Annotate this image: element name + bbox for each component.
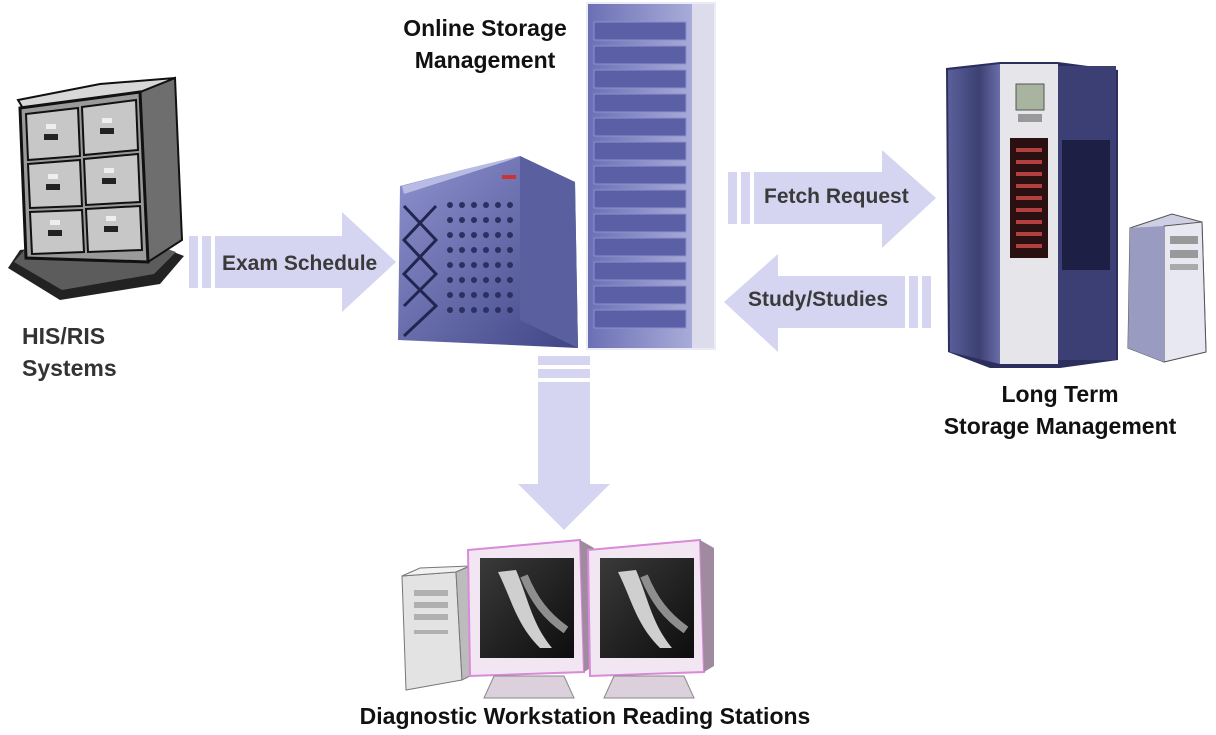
online-storage-label-line-1: Online Storage	[403, 15, 567, 41]
workstations-label-text: Diagnostic Workstation Reading Stations	[359, 703, 811, 729]
workstation-down-arrow	[518, 356, 610, 530]
server-pc-icon	[1127, 213, 1207, 363]
exam-schedule-label: Exam Schedule	[222, 252, 378, 275]
online-storage-label: Online Storage Management	[380, 12, 590, 76]
exam-schedule-arrow	[189, 212, 396, 312]
workstation-monitor-left-icon	[466, 538, 594, 699]
storage-tower-icon	[586, 2, 716, 350]
online-storage-label-line-2: Management	[414, 47, 556, 73]
his-ris-label-line-2: Systems	[22, 355, 117, 381]
workstation-pc-tower-icon	[401, 565, 475, 691]
long-term-storage-label-line-1: Long Term	[1001, 381, 1119, 407]
his-ris-label: HIS/RIS Systems	[22, 320, 117, 384]
file-cabinet-icon	[8, 76, 184, 300]
storage-server-icon	[398, 156, 578, 348]
study-studies-arrow	[724, 254, 931, 352]
study-studies-label: Study/Studies	[748, 288, 889, 311]
his-ris-label-line-1: HIS/RIS	[22, 323, 106, 349]
long-term-storage-label: Long Term Storage Management	[920, 378, 1200, 442]
workstation-monitor-right-icon	[586, 538, 714, 699]
fetch-request-label: Fetch Request	[764, 185, 909, 208]
fetch-request-arrow	[728, 150, 936, 248]
long-term-storage-label-line-2: Storage Management	[943, 413, 1177, 439]
workstations-label: Diagnostic Workstation Reading Stations	[320, 700, 850, 732]
tape-library-icon	[946, 62, 1118, 368]
